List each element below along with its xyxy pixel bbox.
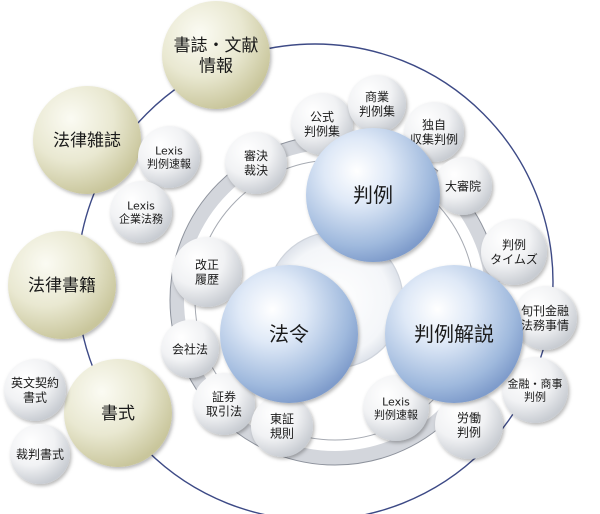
- bubble-court-forms-label-line: 裁判書式: [16, 447, 64, 461]
- bubble-law-journals-label-line: 法律雑誌: [53, 131, 121, 151]
- bubble-lexis-case-bulletin-journal-circle: [138, 126, 200, 188]
- bubble-law-journals: 法律雑誌: [33, 86, 141, 194]
- bubble-commercial-reports-label-line: 判例集: [359, 104, 395, 119]
- bubble-official-reports-label-line: 公式: [310, 110, 334, 124]
- bubble-lexis-case-bulletin-label-line: 判例速報: [374, 408, 418, 422]
- bubble-lexis-case-bulletin-journal-label-line: 判例速報: [147, 157, 191, 171]
- bubble-english-contract-forms-label-line: 英文契約: [11, 375, 59, 390]
- bubble-financial-legal-affairs-label-line: 法務事情: [521, 319, 569, 333]
- bubble-lexis-corporate-law-label-line: 企業法務: [119, 212, 163, 226]
- bubble-securities-exchange-act-circle: [193, 373, 255, 435]
- bubble-lexis-case-bulletin-circle: [363, 375, 429, 441]
- bubble-finance-commercial-cases-label-line: 金融・商事: [508, 376, 563, 390]
- bubble-companies-act-circle: [161, 320, 219, 378]
- bubble-tse-rules-label-line: 東証: [270, 412, 294, 426]
- bubble-forms-label-line: 書式: [101, 404, 135, 424]
- bubble-forms-circle: [64, 359, 172, 467]
- bubble-law-books: 法律書籍: [8, 231, 116, 339]
- bubble-tse-rules-circle: [251, 395, 313, 457]
- bubble-lexis-corporate-law-circle: [110, 181, 172, 243]
- bubble-law-journals-circle: [33, 86, 141, 194]
- bubble-grand-court-label-line: 大審院: [445, 178, 481, 193]
- bubble-bibliography-label-line: 書誌・文献: [174, 36, 259, 56]
- bubble-securities-exchange-act-label-line: 取引法: [206, 405, 242, 419]
- bubble-lexis-case-bulletin-label-line: Lexis: [382, 395, 410, 408]
- bubble-court-forms-circle: [10, 424, 70, 484]
- bubble-adjudications-label-line: 裁決: [244, 164, 268, 178]
- bubble-hanrei-times-label-line: タイムズ: [490, 252, 538, 267]
- bubble-adjudications-circle: [225, 132, 287, 194]
- bubble-court-forms: 裁判書式: [10, 424, 70, 484]
- bubble-grand-court: 大審院: [434, 157, 492, 215]
- bubble-bibliography-label-line: 情報: [199, 56, 233, 76]
- bubble-independent-collection-label-line: 収集判例: [410, 132, 458, 147]
- bubble-law-books-label-line: 法律書籍: [28, 276, 96, 296]
- bubble-english-contract-forms-circle: [4, 359, 66, 421]
- bubble-finance-commercial-cases-circle: [502, 357, 568, 423]
- bubble-labor-cases-label-line: 労働: [457, 411, 481, 425]
- bubble-lexis-corporate-law-label-line: Lexis: [127, 199, 155, 212]
- bubble-cases-label-line: 判例: [353, 183, 393, 207]
- bubble-labor-cases-circle: [435, 391, 503, 459]
- bubble-commercial-reports-label-line: 商業: [365, 89, 389, 104]
- bubble-securities-exchange-act-label-line: 証券: [212, 389, 236, 404]
- bubble-financial-legal-affairs-circle: [513, 286, 577, 350]
- bubble-commercial-reports-circle: [348, 75, 406, 133]
- bubble-adjudications-label-line: 審決: [244, 148, 268, 163]
- bubble-companies-act: 会社法: [161, 320, 219, 378]
- bubble-forms: 書式: [64, 359, 172, 467]
- bubble-finance-commercial-cases-label-line: 判例: [524, 390, 546, 404]
- bubble-statutes: 法令: [220, 265, 358, 403]
- bubble-revision-history-label-line: 履歴: [195, 273, 219, 287]
- bubble-case-commentary-label-line: 判例解説: [414, 322, 494, 346]
- bubble-tse-rules-label-line: 規則: [270, 426, 294, 441]
- bubble-case-commentary: 判例解説: [385, 265, 523, 403]
- bubble-lexis-case-bulletin-journal-label-line: Lexis: [155, 144, 183, 157]
- bubble-independent-collection-label-line: 独自: [422, 118, 446, 132]
- bubble-law-books-circle: [8, 231, 116, 339]
- bubble-hanrei-times-circle: [481, 219, 547, 285]
- bubble-english-contract-forms-label-line: 書式: [23, 391, 47, 405]
- bubble-revision-history-label-line: 改正: [195, 258, 219, 272]
- bubble-financial-legal-affairs-label-line: 旬刊金融: [521, 303, 569, 318]
- bubble-statutes-label-line: 法令: [269, 322, 309, 346]
- bubble-companies-act-label-line: 会社法: [172, 341, 208, 356]
- bubble-case-commentary-circle: [385, 265, 523, 403]
- bubble-cases: 判例: [306, 128, 440, 262]
- bubble-bibliography-circle: [162, 1, 270, 109]
- bubble-labor-cases-label-line: 判例: [457, 426, 481, 440]
- bubble-statutes-circle: [220, 265, 358, 403]
- bubble-official-reports-label-line: 判例集: [304, 124, 340, 139]
- bubble-grand-court-circle: [434, 157, 492, 215]
- bubble-revision-history-circle: [172, 237, 242, 307]
- bubble-hanrei-times-label-line: 判例: [502, 238, 526, 252]
- bubble-cases-circle: [306, 128, 440, 262]
